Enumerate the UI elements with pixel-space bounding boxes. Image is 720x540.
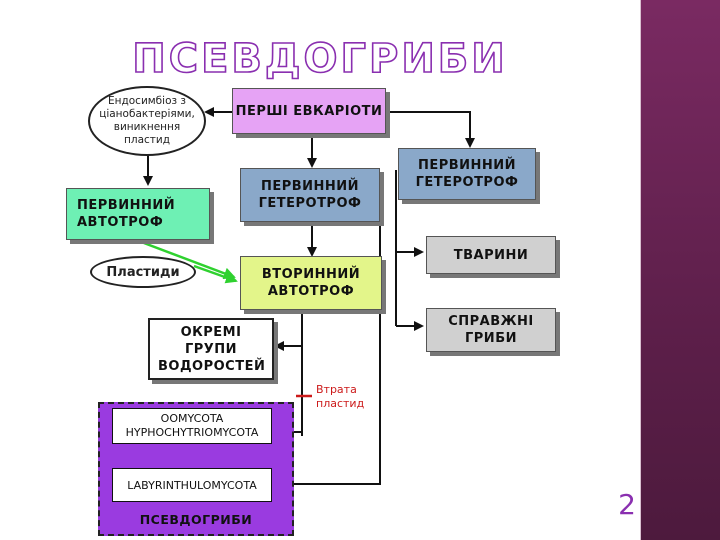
node-animals: ТВАРИНИ — [426, 236, 556, 274]
node-endosymbiosis: Ендосимбіоз з ціанобактеріями, виникненн… — [88, 86, 206, 156]
node-plastids: Пластиди — [90, 256, 196, 288]
sidebar-divider — [640, 0, 641, 540]
node-algae-groups-label: ОКРЕМІ ГРУПИ ВОДОРОСТЕЙ — [158, 324, 266, 374]
page-number: 2 — [618, 488, 636, 521]
node-plastids-label: Пластиди — [106, 264, 180, 280]
node-labyrinthulomycota-label: LABYRINTHULOMYCOTA — [127, 478, 257, 492]
node-labyrinthulomycota: LABYRINTHULOMYCOTA — [112, 468, 272, 502]
node-primary-heterotroph-right: ПЕРВИННИЙ ГЕТЕРОТРОФ — [398, 148, 536, 200]
node-first-eukaryotes-label: ПЕРШІ ЕВКАРІОТИ — [235, 103, 383, 119]
node-primary-autotroph-label: ПЕРВИННИЙ АВТОТРОФ — [77, 198, 176, 230]
node-animals-label: ТВАРИНИ — [453, 247, 529, 263]
node-primary-heterotroph-center-label: ПЕРВИННИЙ ГЕТЕРОТРОФ — [258, 179, 362, 211]
arrow-primary-autotroph-to-secondary-autotroph — [135, 238, 236, 280]
slide-sidebar — [640, 0, 720, 540]
node-oomycota: OOMYCOTA HYPHOCHYTRIOMYCOTA — [112, 408, 272, 444]
node-algae-groups: ОКРЕМІ ГРУПИ ВОДОРОСТЕЙ — [148, 318, 274, 380]
node-primary-autotroph: ПЕРВИННИЙ АВТОТРОФ — [66, 188, 210, 240]
node-primary-heterotroph-right-label: ПЕРВИННИЙ ГЕТЕРОТРОФ — [415, 158, 519, 190]
node-oomycota-label: OOMYCOTA HYPHOCHYTRIOMYCOTA — [125, 412, 259, 439]
arrow-plastids-to-secondary-autotroph — [193, 264, 238, 284]
node-endosymbiosis-label: Ендосимбіоз з ціанобактеріями, виникненн… — [99, 95, 195, 146]
arrow-first-eukaryotes-to-right-heterotroph — [386, 111, 475, 148]
node-secondary-autotroph-label: ВТОРИННИЙ АВТОТРОФ — [261, 267, 361, 299]
node-true-fungi: СПРАВЖНІ ГРИБИ — [426, 308, 556, 352]
node-true-fungi-label: СПРАВЖНІ ГРИБИ — [448, 314, 534, 346]
node-secondary-autotroph: ВТОРИННИЙ АВТОТРОФ — [240, 256, 382, 310]
node-first-eukaryotes: ПЕРШІ ЕВКАРІОТИ — [232, 88, 386, 134]
node-primary-heterotroph-center: ПЕРВИННИЙ ГЕТЕРОТРОФ — [240, 168, 380, 222]
slide-title: ПСЕВДОГРИБИ — [131, 35, 508, 83]
node-pseudofungi-label: ПСЕВДОГРИБИ — [139, 512, 253, 527]
label-plastid-loss: Втрата пластид — [316, 383, 365, 410]
